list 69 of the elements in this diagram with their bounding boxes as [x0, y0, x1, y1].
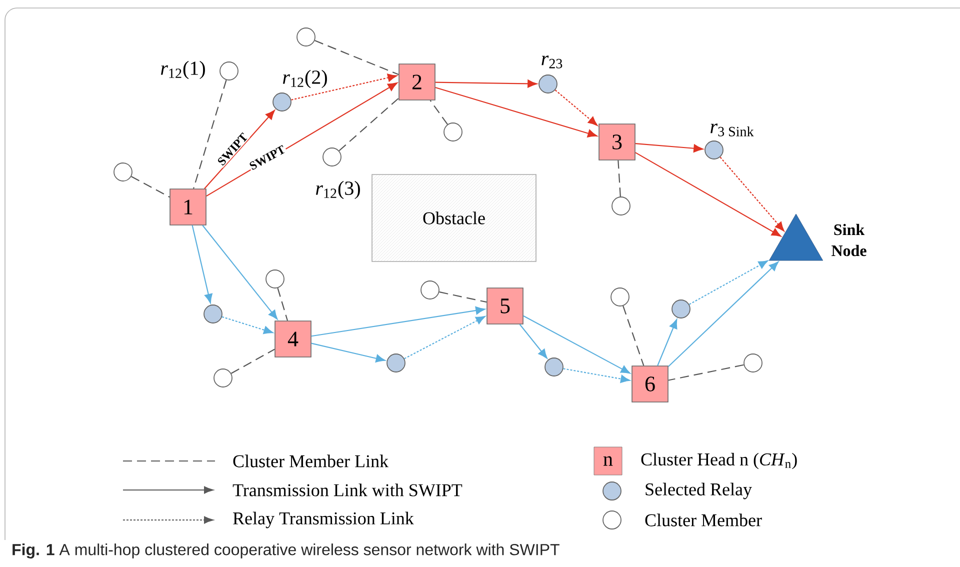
- member-circle: [322, 148, 342, 166]
- link-line: [439, 291, 487, 303]
- relay-circle: [386, 354, 406, 372]
- arrow: [523, 315, 630, 374]
- cluster-head-box: 4: [274, 320, 312, 358]
- legend-label: Relay Transmission Link: [233, 512, 414, 528]
- arrow: [202, 225, 278, 320]
- legend-label: Cluster Member Link: [233, 454, 389, 468]
- arrow: [689, 260, 768, 305]
- link-line: [131, 176, 170, 198]
- arrow: [435, 86, 598, 138]
- relay-label: r$_{12}$(3): [316, 180, 360, 200]
- cluster-head-box: 2: [398, 64, 436, 100]
- relay-label: r$_{12}$(1): [161, 60, 205, 80]
- arrow: [635, 142, 704, 152]
- relay-label: r$_{12}$(2): [283, 70, 327, 88]
- relay-circle: [544, 358, 564, 376]
- member-circle: [296, 28, 316, 46]
- link-line: [314, 40, 399, 76]
- arrow: [222, 316, 274, 334]
- arrow: [720, 156, 784, 232]
- relay-circle: [704, 140, 724, 160]
- arrow: [657, 319, 678, 366]
- member-circle: [444, 122, 462, 142]
- arrow: [311, 342, 386, 362]
- obstacle-box: Obstacle: [372, 174, 536, 262]
- arrow: [404, 316, 486, 360]
- link-line: [618, 160, 621, 197]
- legend-label: Transmission Link with SWIPT: [232, 484, 462, 496]
- cluster-head-box: 1: [170, 188, 206, 226]
- caption: Fig. 1 A multi-hop clustered cooperative wireless sensor network with SWIPT: [12, 544, 560, 558]
- member-circle: [420, 280, 440, 300]
- arrow: [554, 90, 598, 126]
- cluster-head-box: 3: [598, 124, 636, 160]
- relay-circle: [538, 74, 558, 94]
- relay-circle: [204, 304, 222, 324]
- sink-triangle: [768, 214, 824, 261]
- relay-circle: [672, 300, 690, 318]
- arrow: [435, 80, 538, 88]
- member-circle: [612, 196, 630, 216]
- member-circle: [610, 288, 630, 306]
- member-circle: [744, 354, 762, 372]
- member-circle: [220, 62, 238, 80]
- relay-label: r$_{3 Sink}$: [710, 124, 754, 136]
- link-line: [277, 288, 288, 321]
- link-line: [668, 364, 744, 381]
- arrow: [668, 262, 779, 367]
- link-line: [622, 306, 644, 366]
- arrow: [204, 110, 275, 189]
- link-line: [338, 98, 399, 152]
- arrow: [311, 306, 486, 337]
- sink-label: Sink Node: [832, 224, 866, 256]
- legend-label: Selected Relay: [646, 482, 752, 500]
- cluster-head-box: 5: [486, 288, 524, 324]
- cluster-head-box: 6: [632, 366, 668, 402]
- arrow: [563, 368, 630, 383]
- arrow: [192, 225, 212, 304]
- member-circle: [114, 162, 132, 182]
- arrow: [291, 74, 398, 100]
- link-line: [430, 100, 448, 125]
- arrow: [519, 324, 548, 359]
- member-circle: [214, 368, 232, 388]
- legend-label: Cluster Member: [645, 514, 762, 526]
- arrow: [635, 152, 782, 237]
- relay-circle: [272, 92, 292, 112]
- legend-label: Cluster Head n (CH$_{n}$): [641, 452, 797, 470]
- link-line: [193, 80, 227, 189]
- link-line: [231, 348, 275, 374]
- member-circle: [266, 270, 284, 288]
